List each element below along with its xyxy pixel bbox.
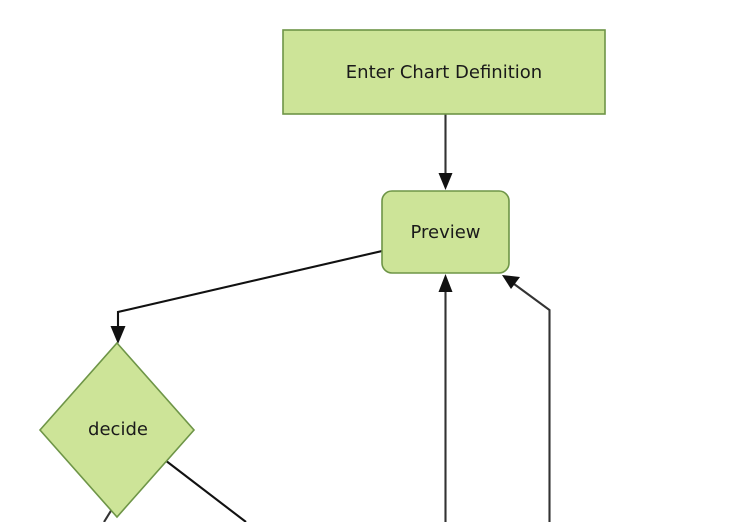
arrow-head-bottom-right-to-preview (502, 275, 520, 289)
arrow-head-enter-to-preview (438, 173, 453, 190)
edge-line-preview-to-decide (116, 249, 383, 335)
edge-enter-to-preview (438, 114, 453, 190)
edge-decide-right-branch (160, 456, 247, 522)
arrow-head-bottom-center-to-preview (438, 274, 453, 292)
node-shape-rounded-rectangle[interactable] (381, 190, 510, 274)
arrow-head-preview-to-decide (110, 326, 126, 344)
node-label-decide: decide (88, 419, 148, 440)
node-label-preview: Preview (410, 222, 480, 243)
edge-preview-to-decide (110, 249, 383, 344)
node-shape-diamond[interactable] (38, 341, 196, 519)
node-label-enter-chart-definition: Enter Chart Definition (346, 62, 542, 83)
node-decide[interactable]: decide (38, 341, 196, 519)
edge-line-decide-right-branch (160, 456, 247, 522)
node-enter-chart-definition[interactable]: Enter Chart Definition (282, 29, 606, 115)
edge-line-bottom-right-to-preview (509, 280, 551, 522)
node-preview[interactable]: Preview (381, 190, 510, 274)
edge-bottom-right-to-preview (502, 275, 551, 522)
edge-bottom-center-to-preview (438, 274, 453, 522)
node-shape-rectangle[interactable] (282, 29, 606, 115)
